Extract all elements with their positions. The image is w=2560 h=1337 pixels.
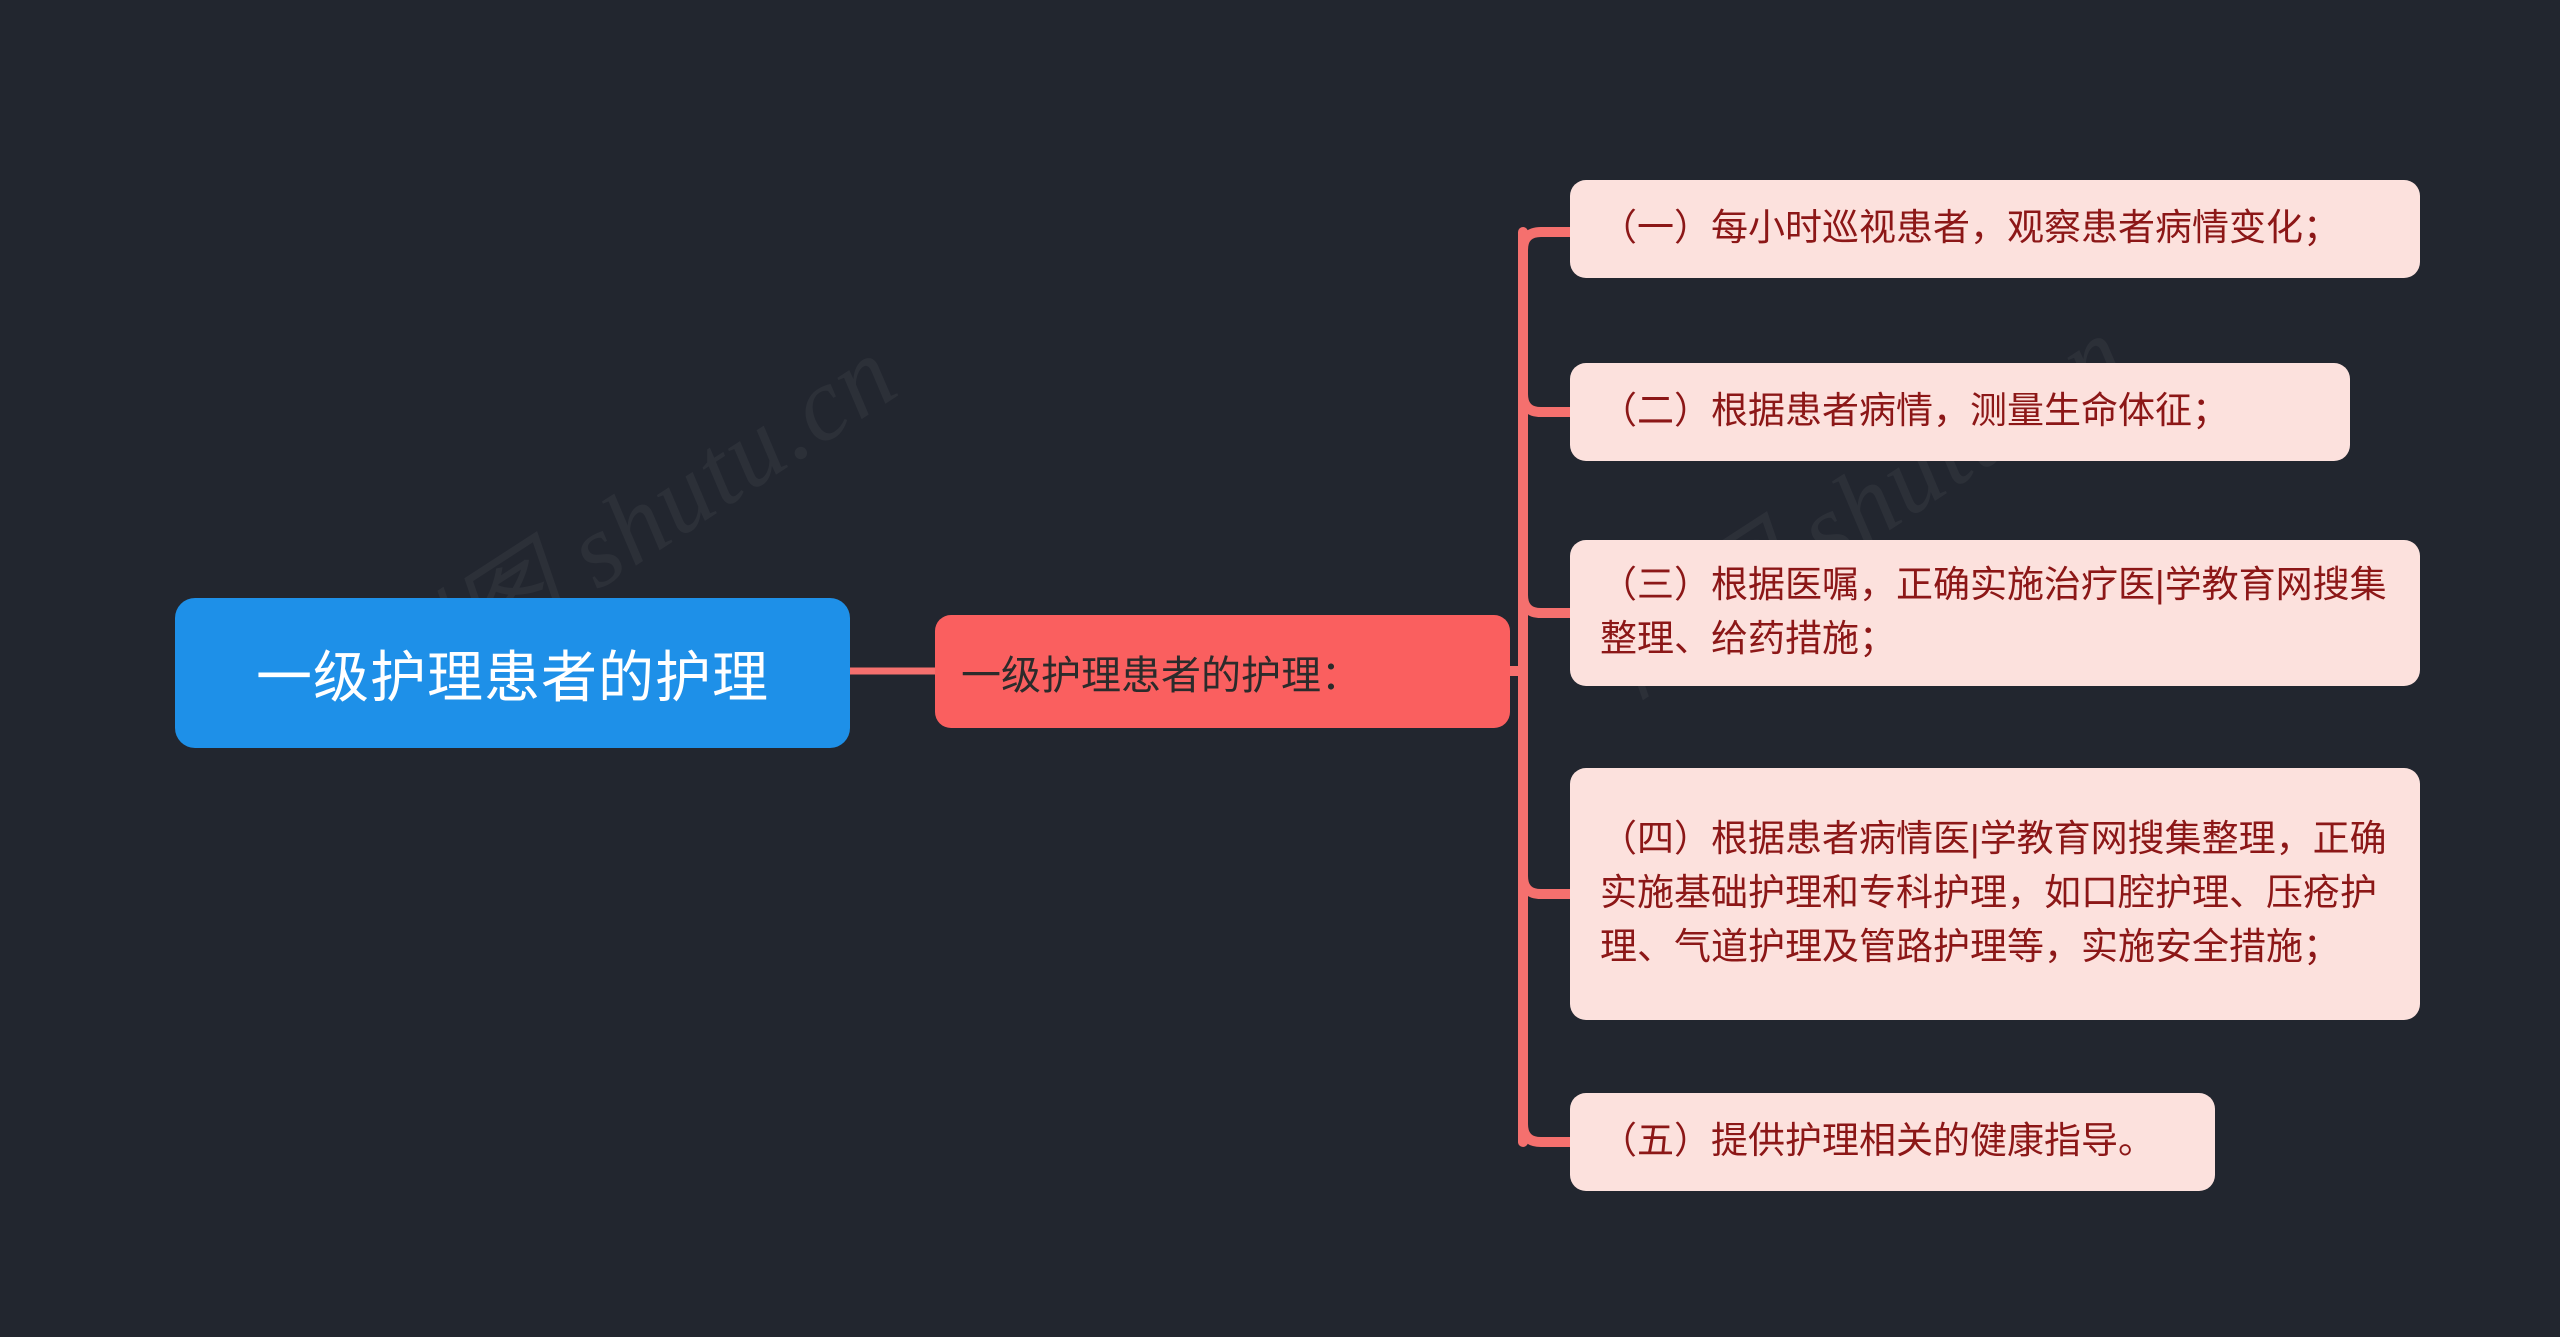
branch-node-label: 一级护理患者的护理： (961, 653, 1361, 698)
leaf-node-5-label: （五）提供护理相关的健康指导。 (1600, 1120, 2155, 1161)
connector-arm-1 (1518, 227, 1572, 251)
leaf-node-3-label: （三）根据医嘱，正确实施治疗医|学教育网搜集整理、给药措施； (1600, 564, 2387, 659)
leaf-node-1[interactable]: （一）每小时巡视患者，观察患者病情变化； (1570, 180, 2420, 278)
leaf-node-4-label: （四）根据患者病情医|学教育网搜集整理，正确实施基础护理和专科护理，如口腔护理、… (1600, 818, 2387, 967)
root-node[interactable]: 一级护理患者的护理 (175, 598, 850, 748)
leaf-node-4[interactable]: （四）根据患者病情医|学教育网搜集整理，正确实施基础护理和专科护理，如口腔护理、… (1570, 768, 2420, 1020)
branch-node[interactable]: 一级护理患者的护理： (935, 615, 1510, 728)
leaf-node-2-label: （二）根据患者病情，测量生命体征； (1600, 390, 2229, 431)
leaf-node-1-label: （一）每小时巡视患者，观察患者病情变化； (1600, 207, 2340, 248)
connector-arm-4 (1518, 875, 1572, 899)
connector-arm-5 (1518, 1123, 1572, 1147)
leaf-node-5[interactable]: （五）提供护理相关的健康指导。 (1570, 1093, 2215, 1191)
connector-arm-3 (1518, 594, 1572, 618)
leaf-node-2[interactable]: （二）根据患者病情，测量生命体征； (1570, 363, 2350, 461)
connector-arm-2 (1518, 393, 1572, 417)
leaf-node-3[interactable]: （三）根据医嘱，正确实施治疗医|学教育网搜集整理、给药措施； (1570, 540, 2420, 686)
root-node-label: 一级护理患者的护理 (256, 645, 769, 709)
